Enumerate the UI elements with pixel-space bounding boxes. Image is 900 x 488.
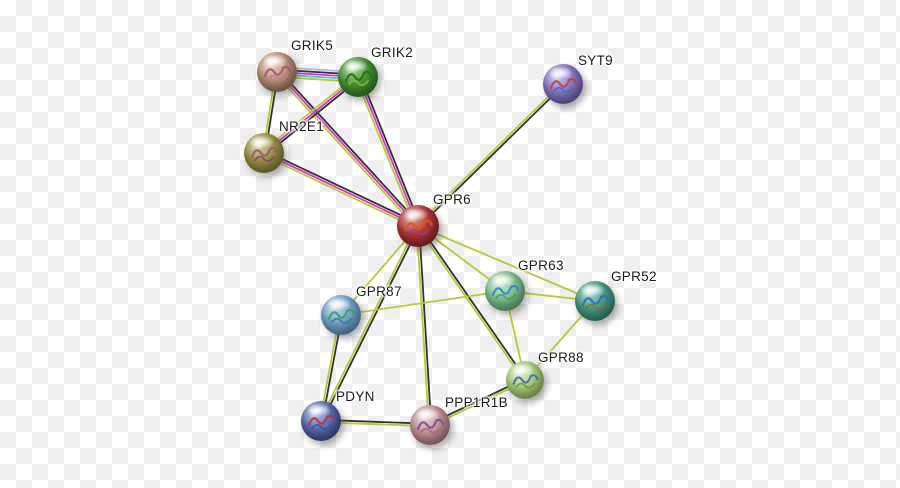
edge-line-textmining [415, 225, 430, 426]
edge-SYT9-GPR6[interactable] [416, 82, 565, 228]
node-SYT9[interactable] [543, 64, 583, 104]
node-NR2E1[interactable] [244, 133, 284, 173]
node-GPR6[interactable] [397, 205, 439, 247]
node-GRIK2[interactable] [338, 57, 378, 97]
edge-line-textmining [262, 154, 418, 230]
edge-line-coexpression [277, 69, 421, 226]
node-GRIK5[interactable] [257, 52, 297, 92]
protein-structure-icon [581, 294, 610, 310]
edge-NR2E1-GPR6[interactable] [262, 149, 420, 230]
edge-GPR87-GPR63[interactable] [340, 290, 506, 316]
edge-line-textmining [319, 224, 418, 422]
protein-structure-icon [404, 219, 433, 236]
protein-structure-icon [327, 308, 356, 324]
node-GPR63[interactable] [485, 271, 525, 311]
protein-structure-icon [512, 374, 539, 389]
node-GPR88[interactable] [506, 361, 544, 399]
edge-line-textmining [417, 225, 596, 302]
edge-line-coexpression [359, 75, 422, 227]
edge-line-coexpression [321, 225, 420, 423]
edge-line-coexpression [418, 225, 433, 426]
edge-line-textmining [340, 290, 506, 316]
protein-structure-icon [344, 70, 373, 86]
node-GPR87[interactable] [321, 295, 361, 335]
protein-structure-icon [307, 414, 336, 430]
node-PDYN[interactable] [301, 401, 341, 441]
edge-line-experiments [357, 76, 419, 227]
edge-line-textmining [416, 82, 564, 227]
edge-GPR6-GPR88[interactable] [416, 224, 527, 382]
edge-GPR6-PPP1R1B[interactable] [415, 225, 433, 426]
edge-GPR6-GPR52[interactable] [417, 225, 596, 302]
edge-line-coexpression [417, 83, 565, 228]
protein-structure-icon [416, 418, 445, 434]
protein-structure-icon [250, 146, 279, 162]
edge-line-coexpression [418, 224, 527, 381]
edge-GPR6-PDYN[interactable] [319, 224, 420, 423]
protein-structure-icon [491, 284, 520, 300]
edge-line-textmining [354, 76, 417, 228]
edge-GRIK5-GPR6[interactable] [274, 69, 421, 229]
node-GPR52[interactable] [575, 281, 615, 321]
edge-line-experiments [263, 152, 419, 227]
edge-line-textmining [274, 72, 418, 229]
node-PPP1R1B[interactable] [410, 405, 450, 445]
edge-line-textmining [416, 225, 525, 382]
edge-GRIK2-GPR6[interactable] [354, 75, 422, 228]
protein-structure-icon [549, 77, 578, 93]
edge-line-coexpression [264, 149, 420, 225]
edge-line-experiments [276, 71, 419, 227]
protein-structure-icon [263, 65, 292, 81]
